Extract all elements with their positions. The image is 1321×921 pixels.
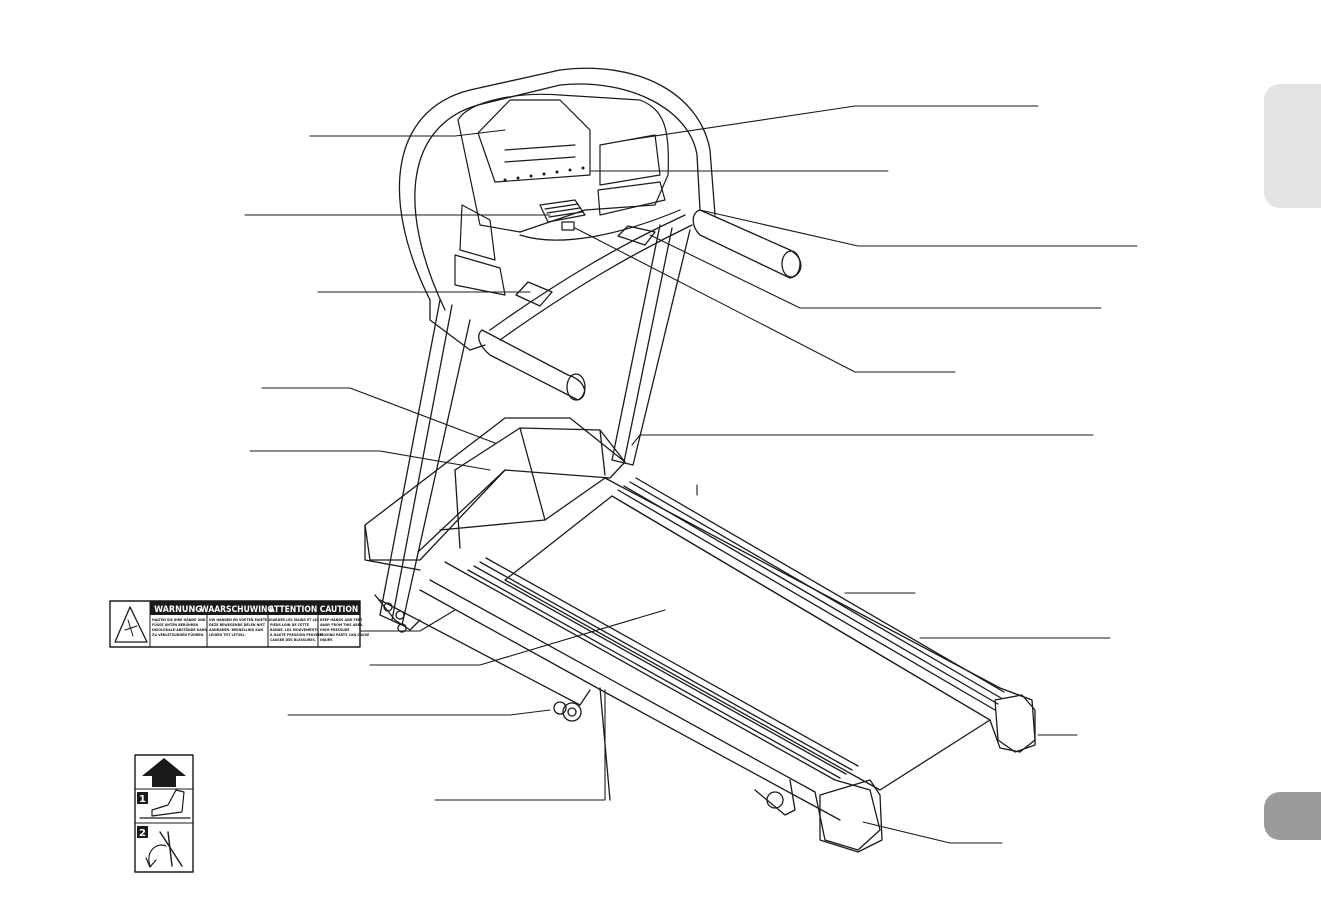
step-1-number: 1 [139, 794, 146, 805]
callout-belt [369, 609, 666, 666]
console-display [477, 99, 591, 183]
callout-safety-key [574, 227, 956, 373]
motor-hood [364, 417, 626, 571]
warning-body-fr-4: À HAUTE PRESSION PEUVENT [270, 632, 324, 637]
safety-key-slot [561, 221, 575, 231]
callout-pulse-grip-right [649, 234, 1102, 309]
callout-rear-adjust [862, 821, 1003, 844]
console-tray-left [459, 204, 496, 261]
warning-body-nl-1: UW HANDEN EN VOETEN MOETEN [209, 618, 270, 622]
step-on-label: 1 2 [134, 754, 194, 873]
warning-body-en-3: HIGH-PRESSURE [320, 628, 350, 632]
rotate-arrow-icon [148, 844, 167, 867]
pulse-grip-left [515, 281, 553, 307]
console [454, 93, 681, 296]
console-buttons [503, 166, 585, 182]
warning-body-nl-3: AANRAKEN. BEKNELLING KAN [209, 628, 263, 632]
warning-header-de: WARNUNG [154, 605, 202, 615]
warning-body-en-4: MOVING PARTS CAN CAUSE [320, 633, 369, 637]
section-tab-top [1264, 84, 1321, 208]
callout-front-wheel [287, 709, 551, 716]
callout-motor-hood-front [249, 450, 491, 471]
warning-body-nl-4: LEIDEN TOT LETSEL. [209, 633, 246, 637]
speaker-grille [539, 199, 586, 223]
warning-body-de-1: HALTEN SIE IHRE HÄNDE UND [152, 617, 206, 622]
warning-body-fr-2: PIEDS LOIN DE CETTE [270, 623, 309, 627]
handrail-crossbar [489, 214, 693, 341]
handlebar-loop [398, 67, 716, 351]
callout-frame [434, 689, 606, 801]
warning-header-nl: WAARSCHUWING [200, 605, 273, 615]
handlebar-left [478, 329, 586, 401]
section-tab-bottom [1264, 792, 1321, 840]
upright-right [611, 224, 691, 466]
up-arrow-icon [142, 758, 186, 787]
warning-body-de-4: ZU VERLETZUNGEN FÜHREN. [152, 632, 204, 637]
warning-header-fr: ATTENTION [269, 605, 317, 615]
callout-warning-label [359, 609, 456, 632]
running-deck [374, 477, 1036, 853]
pulse-grip-right [617, 225, 656, 246]
warning-triangle-icon [114, 606, 148, 643]
callout-motor-hood-top [261, 387, 496, 444]
callout-upright [631, 434, 1094, 446]
warning-body-fr-3: BANDE. LES MOUVEMENTS [270, 628, 319, 632]
upright-left [379, 299, 471, 626]
warning-header-en: CAUTION [320, 605, 358, 615]
callout-tray-right [627, 105, 1039, 141]
warning-body-en-5: INJURY. [320, 638, 333, 642]
warning-label: WARNUNG WAARSCHUWING ATTENTION CAUTION H… [109, 600, 369, 648]
callout-display [309, 129, 506, 137]
warning-body-en-1: KEEP HANDS AND FEET [320, 618, 363, 622]
step-2-number: 2 [139, 828, 146, 839]
warning-body-de-2: FÜSSE UNTEN BERÜHREN [152, 622, 198, 627]
callout-handlebar-right [699, 209, 1138, 247]
handlebar-right [692, 209, 802, 279]
console-tray-right [599, 134, 661, 186]
shoe-icon [151, 789, 185, 817]
warning-body-fr-1: GARDER LES MAINS ET LES [270, 618, 320, 622]
warning-body-en-2: AWAY FROM THIS AREA. [320, 623, 364, 627]
warning-body-nl-2: DEZE BEWEGENDE DELEN NIET [209, 623, 266, 627]
warning-body-fr-5: CAUSER DES BLESSURES. [270, 638, 316, 642]
callout-lines [244, 105, 1138, 844]
warning-body-de-3: INSOLOKALE-ABSTÄNDE KANN [152, 627, 207, 632]
